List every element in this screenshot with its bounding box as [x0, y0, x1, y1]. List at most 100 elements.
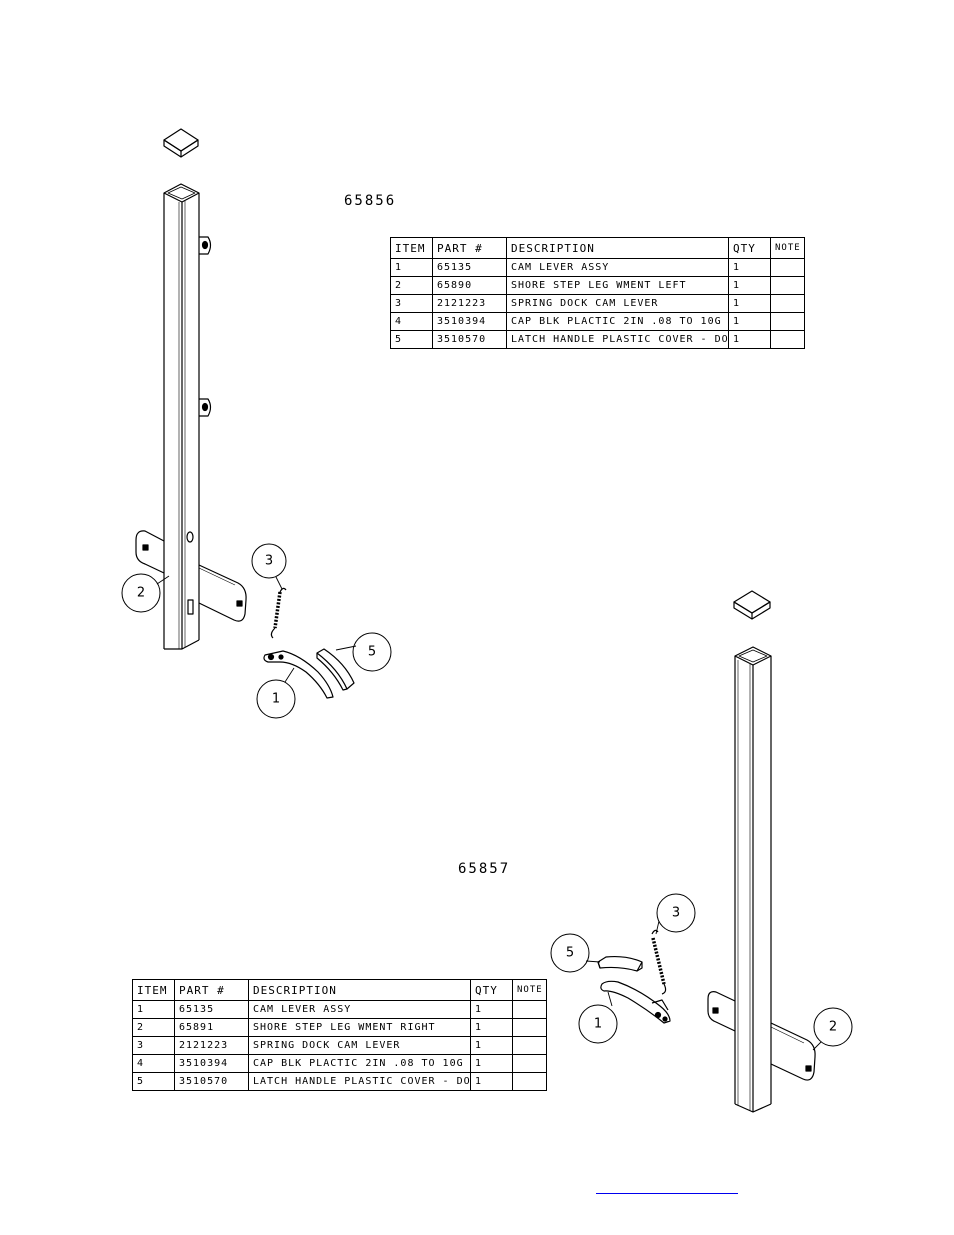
bom-header-row: ITEM PART # DESCRIPTION QTY NOTE — [132, 979, 547, 1001]
bom-cell-description: LATCH HANDLE PLASTIC COVER - DOC — [506, 330, 729, 349]
bom-cell-description: SHORE STEP LEG WMENT RIGHT — [248, 1018, 471, 1037]
balloon-label: 3 — [265, 554, 273, 569]
cam-lever-right — [600, 980, 671, 1024]
bom-cell-part: 65890 — [432, 276, 507, 295]
balloon-label: 1 — [272, 692, 280, 707]
bom-cell-note — [512, 1036, 547, 1055]
bom-header-note: NOTE — [512, 979, 547, 1001]
bom-cell-qty: 1 — [470, 1000, 513, 1019]
bom-header-item: ITEM — [390, 237, 433, 259]
bom-cell-item: 5 — [132, 1072, 175, 1091]
leaders-left — [156, 575, 357, 683]
bom-cell-qty: 1 — [470, 1036, 513, 1055]
bom-cell-description: CAM LEVER ASSY — [506, 258, 729, 277]
bom-cell-note — [512, 1054, 547, 1073]
spring-right — [651, 929, 667, 995]
bom-cell-item: 2 — [390, 276, 433, 295]
bom-cell-description: CAP BLK PLACTIC 2IN .08 TO 10G — [248, 1054, 471, 1073]
bom-cell-part: 3510394 — [174, 1054, 249, 1073]
bom-cell-part: 65135 — [174, 1000, 249, 1019]
bom-cell-description: LATCH HANDLE PLASTIC COVER - DOC — [248, 1072, 471, 1091]
bom-cell-part: 65135 — [432, 258, 507, 277]
bom-cell-qty: 1 — [470, 1018, 513, 1037]
bom-header-qty: QTY — [470, 979, 513, 1001]
bom-cell-description: SHORE STEP LEG WMENT LEFT — [506, 276, 729, 295]
bom-cell-description: CAM LEVER ASSY — [248, 1000, 471, 1019]
bom-cell-qty: 1 — [728, 330, 771, 349]
cap-right — [733, 590, 771, 620]
bom-cell-note — [770, 330, 805, 349]
bom-header-description: DESCRIPTION — [248, 979, 471, 1001]
bom-cell-qty: 1 — [728, 312, 771, 331]
balloons — [121, 543, 853, 1047]
post-left — [163, 183, 212, 650]
balloon-label: 1 — [594, 1017, 602, 1032]
bom-cell-part: 2121223 — [174, 1036, 249, 1055]
bom-cell-qty: 1 — [470, 1072, 513, 1091]
balloon-label: 2 — [137, 586, 145, 601]
bom-cell-note — [512, 1018, 547, 1037]
foot-plate-left — [135, 530, 247, 622]
assembly-number-left: 65856 — [344, 193, 397, 209]
bom-header-description: DESCRIPTION — [506, 237, 729, 259]
bom-cell-item: 1 — [390, 258, 433, 277]
bom-cell-item: 1 — [132, 1000, 175, 1019]
balloon-label: 5 — [566, 946, 574, 961]
bom-cell-item: 4 — [390, 312, 433, 331]
bom-cell-note — [512, 1072, 547, 1091]
hyperlink-underline[interactable] — [596, 1193, 738, 1194]
bom-cell-note — [512, 1000, 547, 1019]
bom-cell-part: 3510394 — [432, 312, 507, 331]
bom-cell-note — [770, 258, 805, 277]
bom-cell-item: 3 — [132, 1036, 175, 1055]
bom-header-part: PART # — [432, 237, 507, 259]
bom-cell-part: 2121223 — [432, 294, 507, 313]
post-right — [734, 646, 772, 1113]
bom-cell-note — [770, 276, 805, 295]
foot-plate-right — [707, 991, 816, 1081]
bom-cell-description: SPRING DOCK CAM LEVER — [248, 1036, 471, 1055]
bom-cell-note — [770, 294, 805, 313]
leaders-right — [585, 920, 822, 1051]
bom-cell-part: 3510570 — [432, 330, 507, 349]
bom-header-qty: QTY — [728, 237, 771, 259]
latch-cover-right — [597, 955, 643, 972]
bom-cell-part: 3510570 — [174, 1072, 249, 1091]
bom-header-part: PART # — [174, 979, 249, 1001]
bom-cell-qty: 1 — [728, 276, 771, 295]
bom-cell-item: 5 — [390, 330, 433, 349]
bom-cell-qty: 1 — [728, 258, 771, 277]
bom-cell-note — [770, 312, 805, 331]
bom-header-note: NOTE — [770, 237, 805, 259]
bom-cell-item: 2 — [132, 1018, 175, 1037]
bom-cell-item: 4 — [132, 1054, 175, 1073]
latch-cover-left — [316, 648, 355, 691]
bom-cell-item: 3 — [390, 294, 433, 313]
balloon-label: 5 — [368, 645, 376, 660]
bom-cell-part: 65891 — [174, 1018, 249, 1037]
bom-cell-description: SPRING DOCK CAM LEVER — [506, 294, 729, 313]
balloon-label: 3 — [672, 906, 680, 921]
bom-cell-description: CAP BLK PLACTIC 2IN .08 TO 10G — [506, 312, 729, 331]
bom-header-item: ITEM — [132, 979, 175, 1001]
spring-left — [270, 587, 287, 639]
cap-left — [163, 128, 199, 158]
balloon-label: 2 — [829, 1020, 837, 1035]
bom-cell-qty: 1 — [470, 1054, 513, 1073]
bom-header-row: ITEM PART # DESCRIPTION QTY NOTE — [390, 237, 805, 259]
assembly-number-right: 65857 — [458, 861, 511, 877]
bom-cell-qty: 1 — [728, 294, 771, 313]
cam-lever-left — [263, 650, 334, 699]
